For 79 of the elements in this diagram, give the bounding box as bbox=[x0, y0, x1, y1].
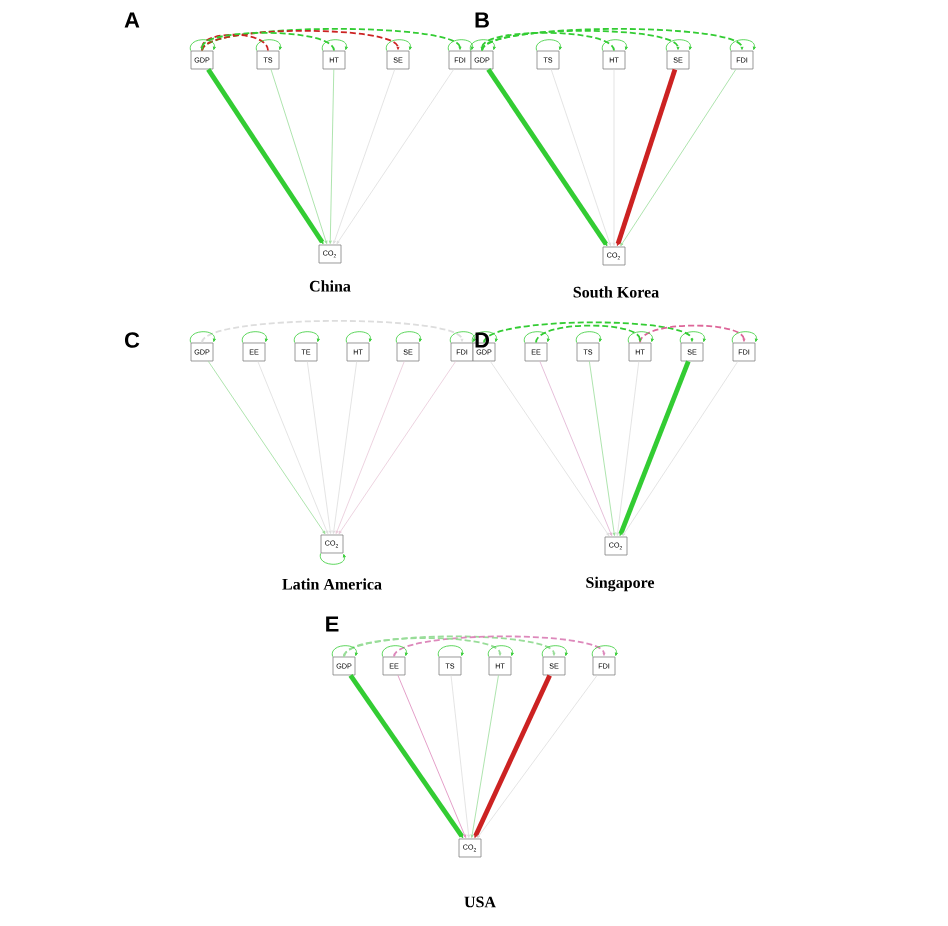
self-loop-arrow bbox=[345, 331, 372, 343]
panel-letter: C bbox=[125, 332, 140, 348]
self-loop-arrow bbox=[241, 331, 268, 343]
arrow bbox=[615, 68, 678, 246]
arrow bbox=[588, 361, 616, 536]
panel-letter: D bbox=[475, 332, 489, 348]
self-loop-arrow bbox=[535, 39, 562, 51]
curved-arrow bbox=[393, 635, 606, 658]
self-loop-arrow bbox=[487, 645, 514, 657]
self-loop-arrow bbox=[447, 39, 474, 51]
arrow bbox=[450, 675, 471, 838]
arrow bbox=[550, 69, 612, 246]
arrow bbox=[333, 69, 396, 244]
panel-letter: B bbox=[475, 12, 489, 28]
self-loop-arrow bbox=[189, 331, 216, 343]
self-loop-arrow bbox=[627, 331, 654, 343]
curved-arrow bbox=[481, 28, 744, 52]
curved-arrow bbox=[201, 320, 464, 344]
self-loop-arrow bbox=[601, 39, 628, 51]
curved-arrow bbox=[200, 31, 335, 52]
self-loop-arrow bbox=[575, 331, 602, 343]
curved-arrow bbox=[343, 637, 502, 658]
arrow bbox=[486, 68, 608, 247]
curved-arrow bbox=[481, 29, 680, 52]
arrow bbox=[206, 68, 325, 245]
self-loop-arrow bbox=[385, 39, 412, 51]
arrow bbox=[616, 361, 640, 536]
self-loop-arrow bbox=[729, 39, 756, 51]
arrow bbox=[470, 675, 499, 838]
arrow bbox=[348, 674, 464, 839]
arrow bbox=[332, 361, 358, 534]
arrow bbox=[306, 361, 332, 534]
arrow bbox=[338, 361, 457, 535]
arrow bbox=[335, 361, 405, 534]
arrow bbox=[473, 674, 552, 838]
country-label: South Korea bbox=[573, 286, 659, 298]
country-label: Singapore bbox=[586, 576, 655, 592]
self-loop-arrow bbox=[469, 39, 496, 51]
self-loop-arrow bbox=[331, 645, 358, 657]
curved-arrow bbox=[480, 31, 615, 52]
arrow bbox=[270, 69, 328, 244]
country-label: USA bbox=[464, 896, 496, 908]
self-loop-arrow bbox=[591, 645, 618, 657]
self-loop-arrow bbox=[189, 39, 216, 51]
self-loop-arrow bbox=[679, 331, 706, 343]
self-loop-arrow bbox=[255, 39, 282, 51]
self-loop-arrow bbox=[471, 331, 498, 343]
arrow bbox=[207, 361, 326, 535]
arrow bbox=[618, 360, 691, 536]
curved-arrow bbox=[201, 29, 400, 52]
panel-letter: A bbox=[124, 12, 140, 28]
self-loop-arrow bbox=[731, 331, 758, 343]
self-loop-arrow bbox=[665, 39, 692, 51]
arrow bbox=[622, 361, 739, 537]
curved-arrow bbox=[201, 28, 462, 52]
arrow bbox=[257, 361, 329, 534]
arrow bbox=[328, 69, 335, 244]
curved-arrow bbox=[535, 324, 642, 344]
self-loop-arrow bbox=[321, 39, 348, 51]
curved-arrow bbox=[483, 321, 694, 344]
self-loop-arrow bbox=[395, 331, 422, 343]
arrow bbox=[336, 69, 455, 245]
country-label: China bbox=[309, 280, 351, 292]
arrow bbox=[490, 361, 610, 537]
self-loop-arrow bbox=[541, 645, 568, 657]
curved-arrow bbox=[200, 33, 269, 52]
self-loop-arrow bbox=[437, 645, 464, 657]
curved-arrow bbox=[639, 324, 746, 344]
self-loop-arrow bbox=[523, 331, 550, 343]
self-loop-arrow bbox=[381, 645, 408, 657]
self-loop-arrow bbox=[449, 331, 476, 343]
arrow bbox=[477, 675, 598, 839]
arrow bbox=[620, 69, 737, 247]
self-loop-arrow bbox=[293, 331, 320, 343]
arrow bbox=[397, 675, 467, 838]
arrow bbox=[539, 361, 613, 536]
panel-letter: E bbox=[326, 616, 339, 632]
self-loop-arrow bbox=[319, 553, 346, 565]
country-label: Latin America bbox=[282, 578, 382, 590]
